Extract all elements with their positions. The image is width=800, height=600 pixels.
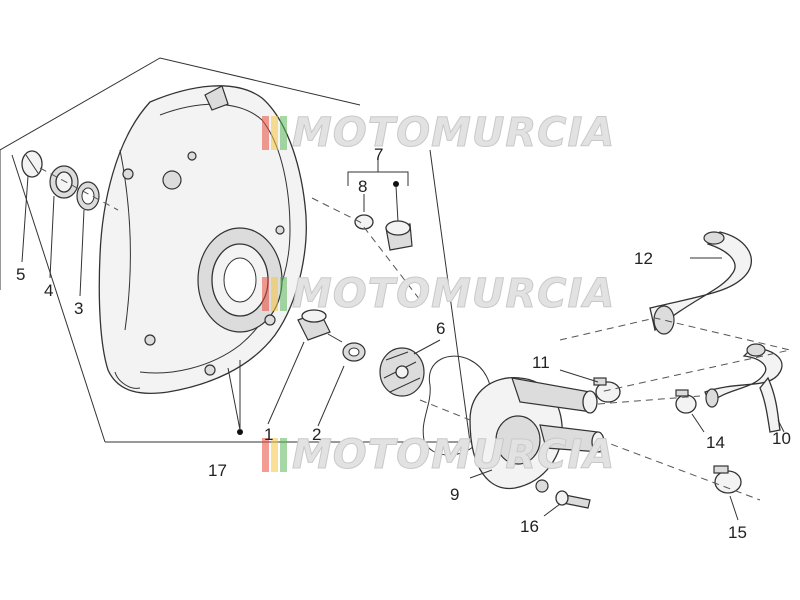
part-1-shaft <box>297 309 343 343</box>
part-2-seal <box>342 342 366 362</box>
dash-hose-12 <box>559 317 791 393</box>
part-5-circlip <box>21 150 43 178</box>
part-12-hose <box>649 231 753 335</box>
assembly-outline-17-left <box>11 154 106 443</box>
assembly-outline-17 <box>0 57 361 290</box>
bracket-7 <box>347 171 409 186</box>
part-4-bearing <box>49 165 79 199</box>
watermark-text-middle: MOTOMURCIA <box>292 271 615 317</box>
leader-3 <box>79 209 85 297</box>
part-9-pump-housing <box>469 376 605 493</box>
part-6-impeller <box>379 347 425 397</box>
leader-11 <box>559 369 599 383</box>
leader-7-plug <box>395 185 399 223</box>
part-16-screw <box>555 490 591 509</box>
dash-hose-10 <box>597 395 701 405</box>
callout-9: 9 <box>450 485 459 504</box>
part-3-seal <box>76 181 100 211</box>
part-15-clamp <box>713 465 742 494</box>
leader-5 <box>21 175 29 263</box>
callout-12: 12 <box>634 249 653 268</box>
leader-6 <box>413 339 441 355</box>
dash-pump-link <box>419 399 471 421</box>
callout-10: 10 <box>772 429 791 448</box>
callout-16: 16 <box>520 517 539 536</box>
part-14-clamp <box>675 389 697 414</box>
callout-15: 15 <box>728 523 747 542</box>
watermark-bottom: MOTOMURCIA <box>262 432 615 479</box>
leader-1 <box>267 341 305 425</box>
watermark-middle: MOTOMURCIA <box>262 271 615 318</box>
leader-15 <box>729 495 739 521</box>
dash-group-7 <box>311 197 421 301</box>
callout-2: 2 <box>312 425 321 444</box>
part-10-hose <box>704 343 783 433</box>
part-7-dot <box>393 181 399 187</box>
callout-4: 4 <box>44 281 53 300</box>
callout-17: 17 <box>208 461 227 480</box>
leader-17b <box>227 367 241 431</box>
callout-14: 14 <box>706 433 725 452</box>
part-8-o-ring <box>354 214 374 230</box>
leader-9 <box>469 469 493 479</box>
watermark-top: MOTOMURCIA <box>262 110 615 157</box>
dash-left-parts <box>39 167 119 211</box>
watermark-text-bottom: MOTOMURCIA <box>292 432 615 478</box>
part-11-clamp <box>593 377 621 403</box>
leader-14 <box>691 413 705 433</box>
dash-hose-15 <box>599 439 761 501</box>
callout-7: 7 <box>374 145 383 164</box>
watermark-text-top: MOTOMURCIA <box>292 110 615 156</box>
leader-10 <box>777 419 785 433</box>
callout-3: 3 <box>74 299 83 318</box>
leader-4 <box>49 195 55 279</box>
callout-5: 5 <box>16 265 25 284</box>
callout-1: 1 <box>264 425 273 444</box>
callout-8: 8 <box>358 177 367 196</box>
callout-6: 6 <box>436 319 445 338</box>
part-7-plug <box>385 220 413 251</box>
part-17-dot <box>237 429 243 435</box>
leader-16 <box>543 503 561 517</box>
assembly-outline-17-bottom <box>105 149 471 443</box>
leader-2 <box>317 365 345 427</box>
callout-11: 11 <box>532 353 550 372</box>
